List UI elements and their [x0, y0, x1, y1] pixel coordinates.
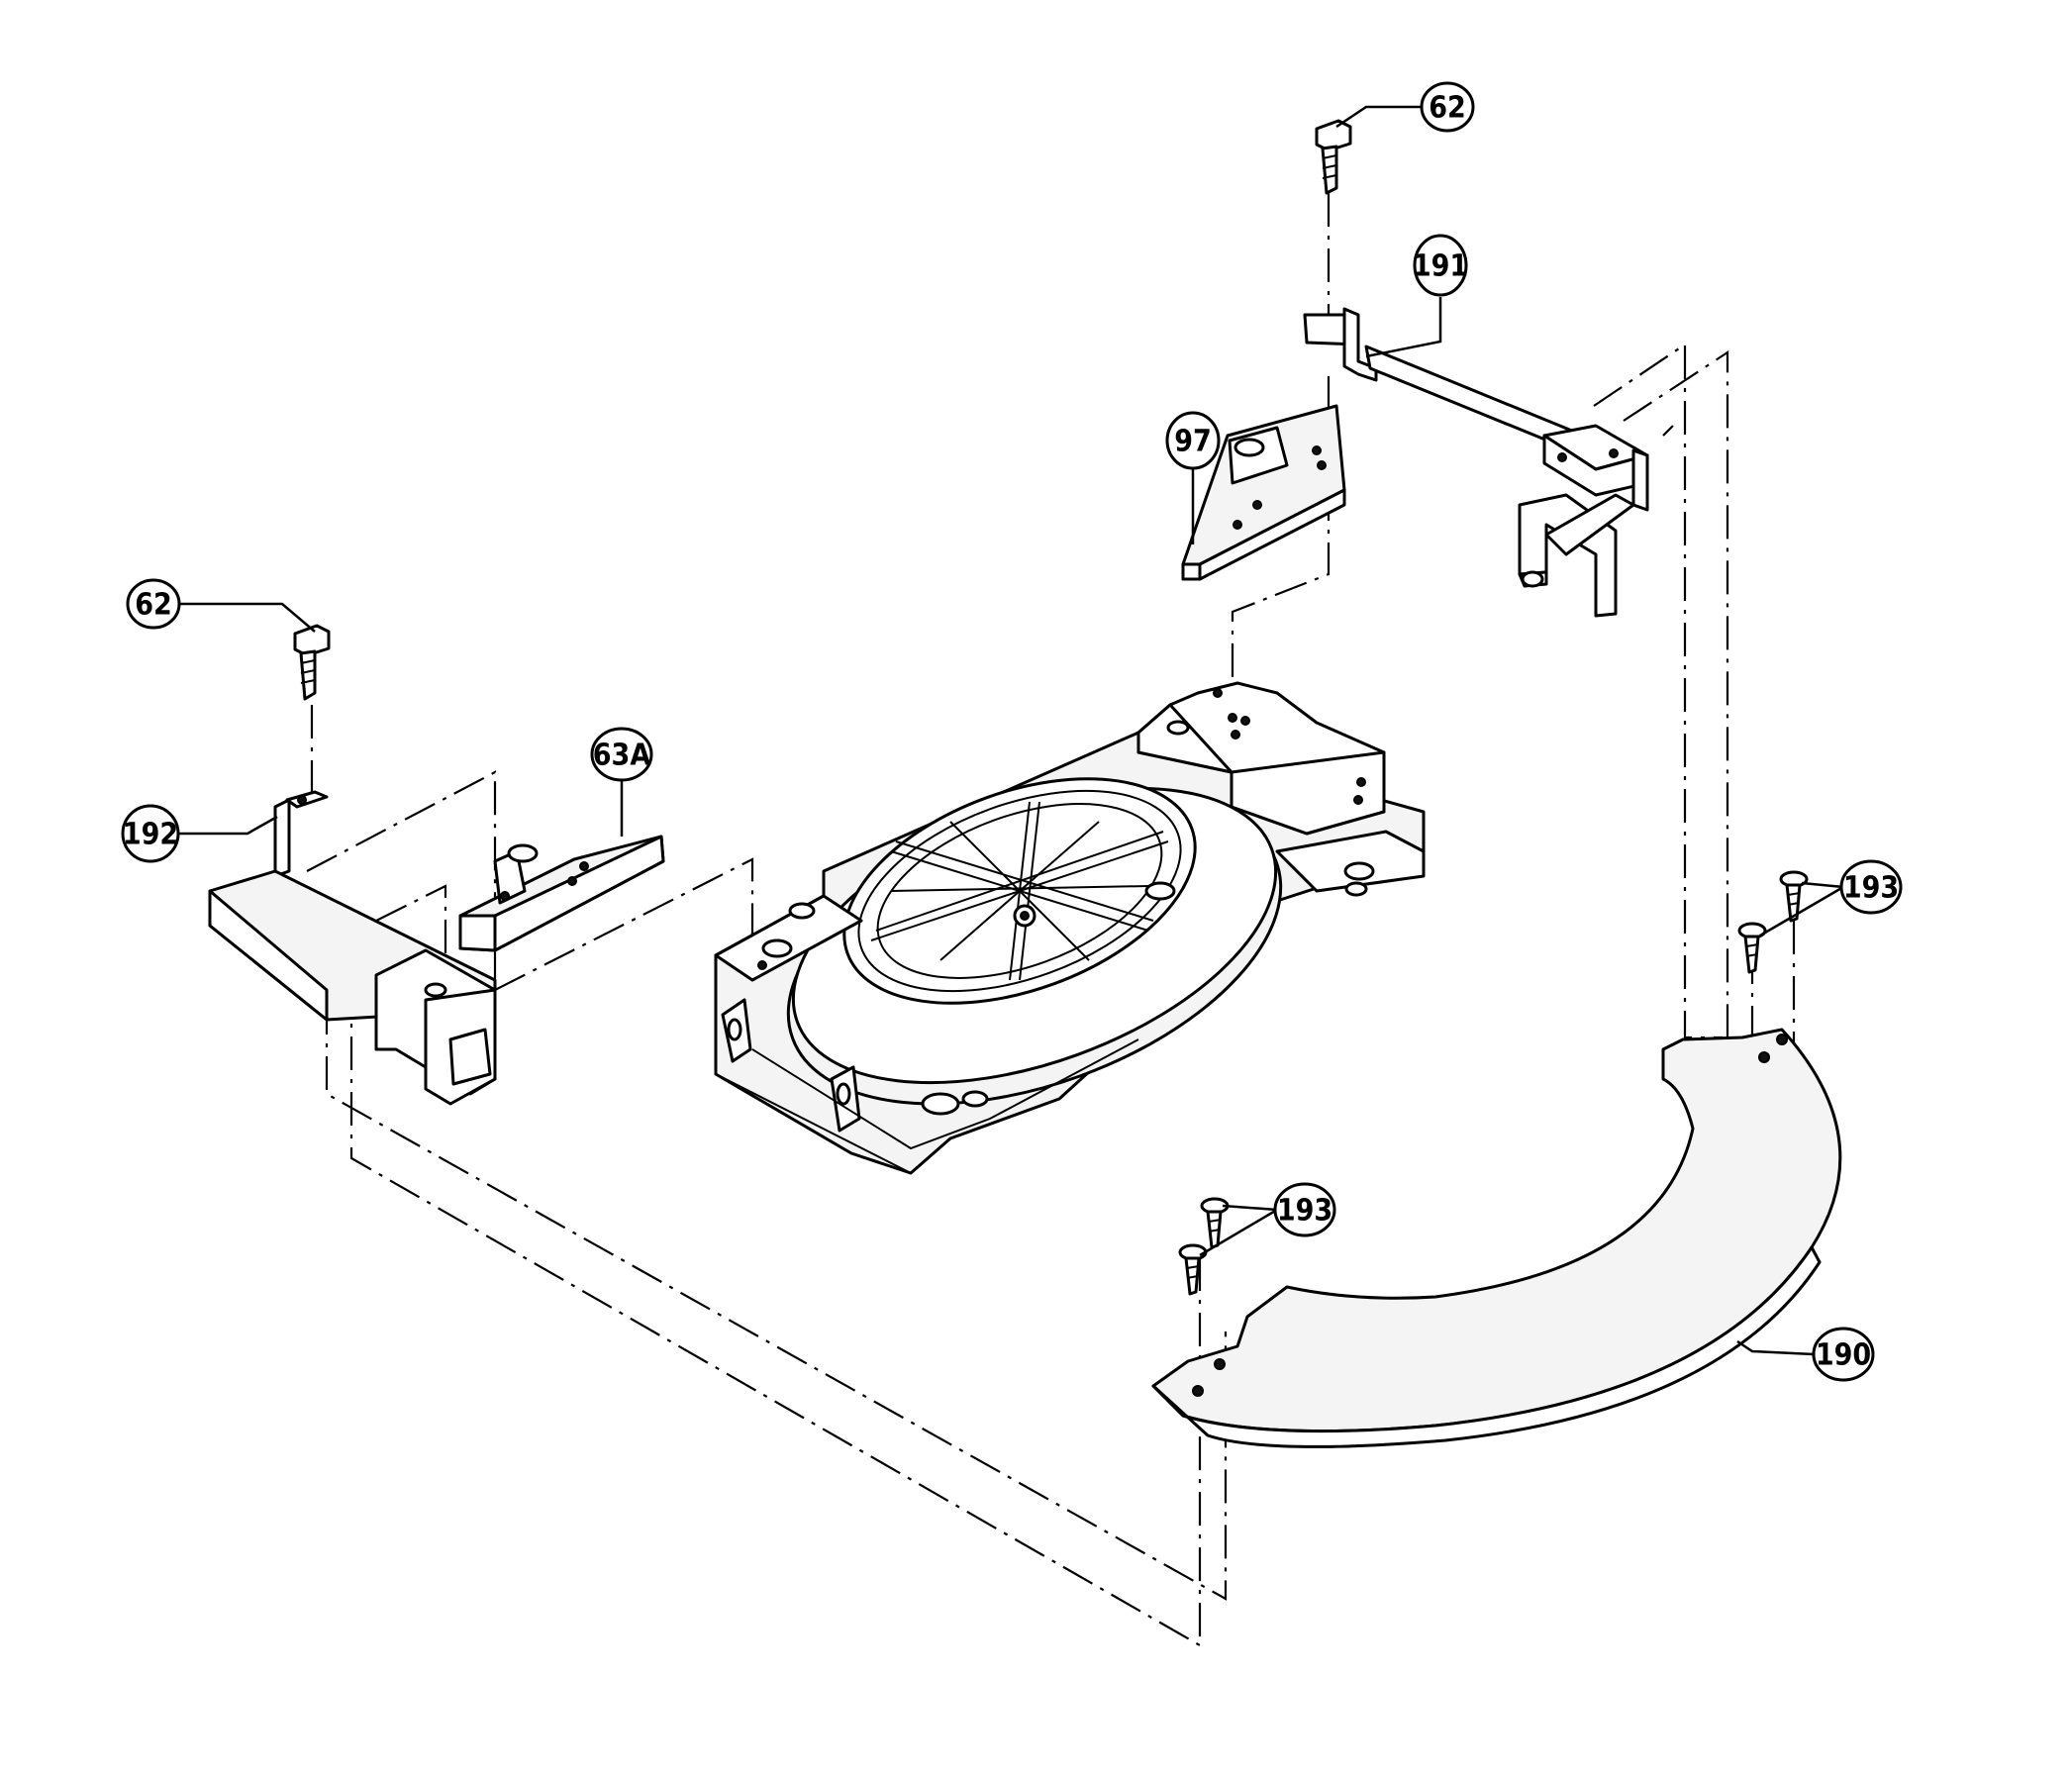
- callout-191: 191: [1413, 234, 1468, 297]
- leader-lines: [176, 105, 1844, 1356]
- screw-193-right-a: [1779, 870, 1809, 923]
- screw-62-top: [1315, 119, 1352, 195]
- screw-193-bottom-a: [1200, 1197, 1230, 1249]
- turntable-assembly: [714, 681, 1426, 1175]
- callout-190: 190: [1812, 1327, 1875, 1382]
- callout-193-right: 193: [1839, 859, 1903, 915]
- callout-63a: 63A: [590, 727, 653, 782]
- bracket-191: [1303, 307, 1649, 618]
- callout-63a-label: 63A: [593, 739, 651, 773]
- callout-62-left: 62: [126, 578, 181, 630]
- bracket-63a: [458, 835, 665, 952]
- callout-193-bottom-label: 193: [1277, 1194, 1332, 1229]
- callout-193-right-label: 193: [1843, 871, 1899, 906]
- screw-62-left: [293, 624, 331, 701]
- callout-62-left-label: 62: [135, 588, 172, 623]
- screw-193-right-b: [1737, 922, 1767, 974]
- screw-193-bottom-b: [1178, 1243, 1208, 1296]
- callout-192-label: 192: [123, 818, 178, 852]
- callout-193-bottom: 193: [1273, 1182, 1336, 1237]
- callout-192: 192: [121, 804, 180, 863]
- callout-62-top-label: 62: [1429, 91, 1466, 126]
- callout-97: 97: [1165, 411, 1221, 470]
- bracket-192: [208, 790, 497, 1106]
- callout-191-label: 191: [1413, 249, 1468, 284]
- callout-190-label: 190: [1816, 1338, 1871, 1373]
- callout-97-label: 97: [1174, 425, 1212, 459]
- callout-62-top: 62: [1420, 81, 1475, 133]
- plate-97: [1181, 404, 1346, 581]
- arc-plate-190: [1151, 1028, 1842, 1448]
- turntable-spokes: [870, 801, 1169, 981]
